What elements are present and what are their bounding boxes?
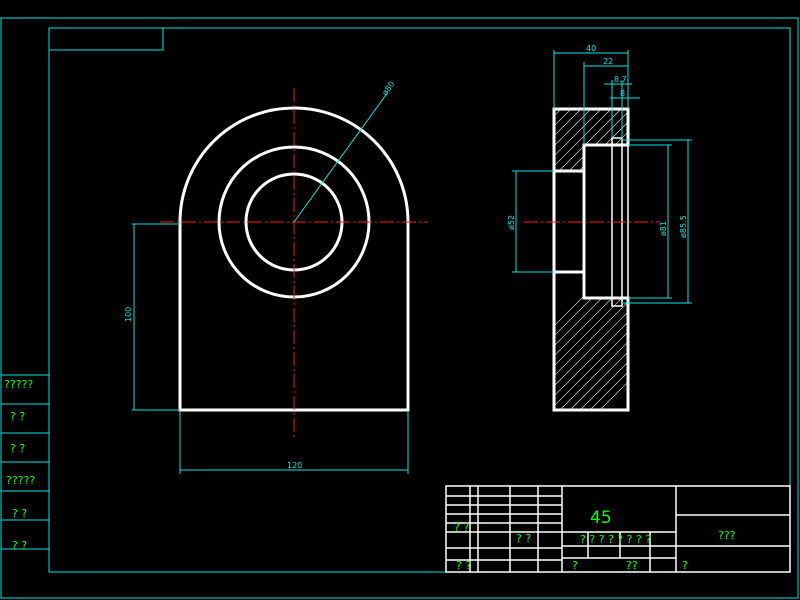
side-table-cell-1: ????? (4, 378, 33, 391)
title-block-name: ??? (718, 529, 736, 542)
dim-groove-label: 8.7 (614, 75, 627, 84)
title-block-material: 45 (590, 508, 612, 528)
drawing-code-box (48, 27, 164, 51)
dim-groove-dia-label: ø85.5 (679, 215, 688, 238)
side-view-upper-section (552, 107, 630, 173)
title-block-left-mark-2: ? ? (516, 532, 531, 545)
side-table-cell-5: ? ? (12, 507, 27, 520)
sheet-inner-border (48, 27, 791, 573)
dim-overall-label: 40 (586, 44, 596, 53)
sheet-outer-border (0, 17, 799, 599)
side-table-cell-3: ? ? (10, 442, 25, 455)
dim-width-label: 120 (287, 461, 302, 470)
dim-diameter-label: ø80 (380, 80, 396, 97)
title-block-bottom-mark-c: ? (682, 559, 688, 572)
title-block-left-mark-1: ? ? (454, 521, 469, 534)
side-table-cell-2: ? ? (10, 410, 25, 423)
title-block-bottom-mark-b: ?? (626, 559, 638, 572)
dim-groove-small-label: 8 (620, 89, 625, 98)
title-block: 45 ??? ? ? ? ? ? ? ? ? ? ? ? ? ? ? ? ?? … (445, 485, 791, 573)
diameter-leader-line (293, 91, 389, 223)
title-block-row-marks: ? ? ? ? ? ? ? ? (580, 533, 651, 546)
side-view: 40 22 8.7 8 ø52 ø81 ø85.5 (507, 44, 692, 412)
side-view-hatch-top (554, 109, 628, 171)
dim-bore-label: ø52 (507, 215, 516, 230)
front-view: ø80 100 120 (124, 80, 428, 474)
title-block-left-mark-3: ? ? (456, 559, 471, 572)
dim-recess-label: ø81 (659, 221, 668, 236)
side-table-cell-6: ? ? (12, 539, 27, 552)
title-block-bottom-mark-a: ? (572, 559, 578, 572)
front-view-outline (178, 106, 410, 412)
dim-step-label: 22 (603, 57, 613, 66)
left-side-table: ????? ? ? ? ? ????? ? ? ? ? (1, 374, 49, 552)
dim-height-label: 100 (124, 307, 133, 322)
side-view-hatch-bottom (554, 272, 628, 410)
side-table-cell-4: ????? (6, 474, 35, 487)
